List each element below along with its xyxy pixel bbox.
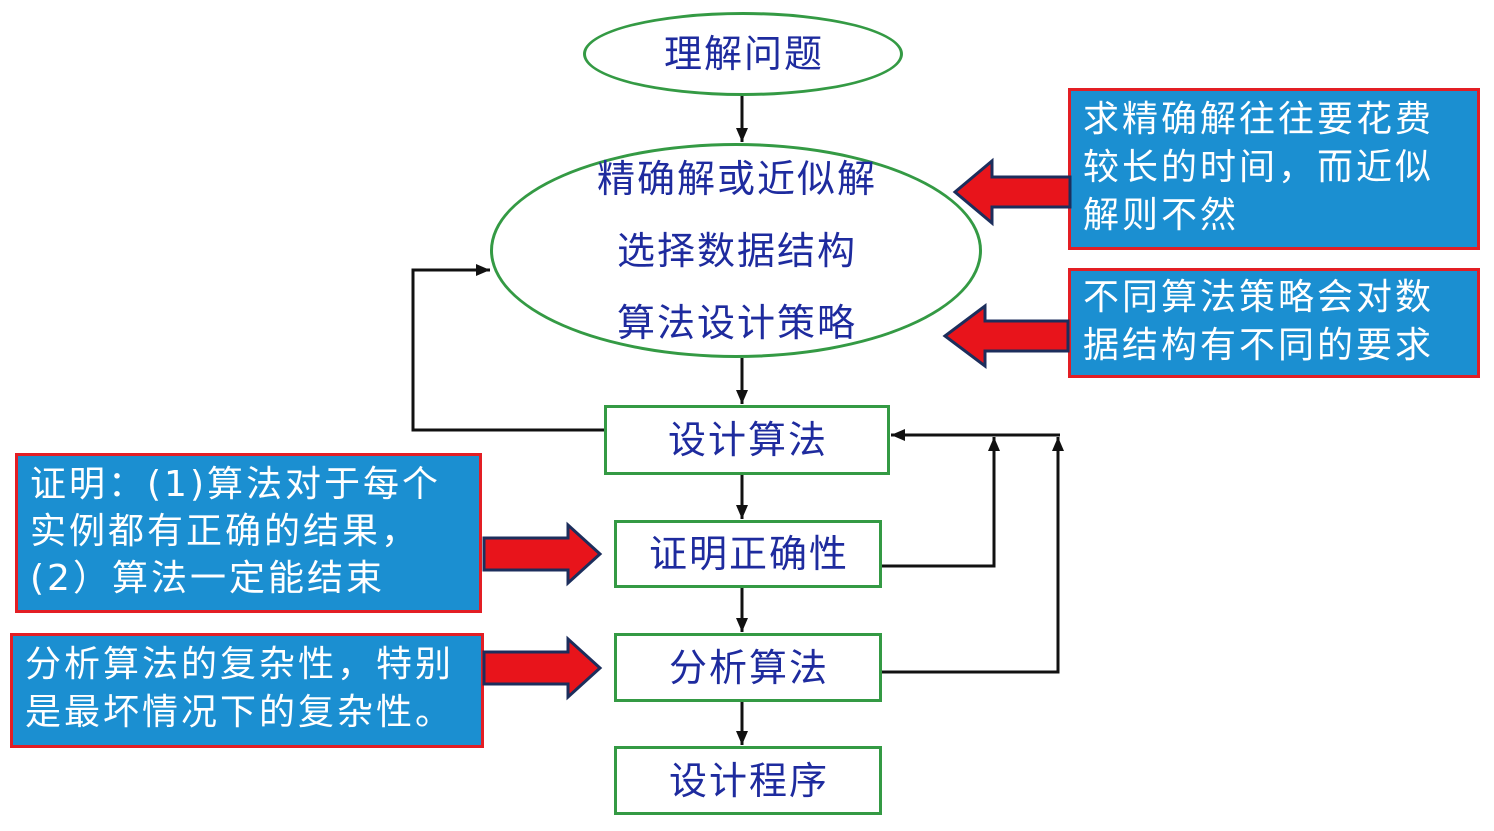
- write-program-label: 设计程序: [668, 758, 829, 803]
- note-line: 实例都有正确的结果，: [30, 511, 421, 552]
- note-line: 求精确解往往要花费: [1083, 99, 1435, 140]
- pointer-arrow-strategy-vs-structure: [942, 303, 1070, 369]
- decision-line-data-structure: 选择数据结构: [616, 228, 857, 273]
- understand-problem-node: 理解问题: [583, 12, 903, 96]
- design-algorithm-node: 设计算法: [604, 405, 890, 475]
- note-line: 解则不然: [1083, 195, 1240, 236]
- write-program-node: 设计程序: [614, 746, 882, 815]
- analyze-algorithm-node: 分析算法: [614, 633, 882, 702]
- decision-line-strategy: 算法设计策略: [616, 300, 857, 345]
- note-line: (2）算法一定能结束: [30, 558, 385, 599]
- arrow-analyze-feedback: [882, 437, 1064, 674]
- note-line: 分析算法的复杂性，特别: [25, 644, 455, 685]
- decision-node: 精确解或近似解 选择数据结构 算法设计策略: [490, 143, 982, 358]
- design-algorithm-label: 设计算法: [667, 418, 828, 462]
- pointer-arrow-exact-vs-approx: [952, 157, 1072, 227]
- note-line: 不同算法策略会对数: [1083, 277, 1435, 318]
- note-line: 证明：(1)算法对于每个: [30, 464, 441, 505]
- note-complexity: 分析算法的复杂性，特别 是最坏情况下的复杂性。: [10, 633, 484, 748]
- note-line: 是最坏情况下的复杂性。: [25, 692, 455, 733]
- decision-line-exact-or-approx: 精确解或近似解: [596, 156, 877, 201]
- understand-problem-label: 理解问题: [663, 32, 824, 76]
- prove-correctness-node: 证明正确性: [614, 520, 882, 588]
- note-exact-vs-approx: 求精确解往往要花费 较长的时间，而近似 解则不然: [1068, 88, 1480, 250]
- note-strategy-vs-structure: 不同算法策略会对数 据结构有不同的要求: [1068, 268, 1480, 378]
- note-line: 较长的时间，而近似: [1083, 147, 1435, 188]
- note-correctness: 证明：(1)算法对于每个 实例都有正确的结果， (2）算法一定能结束: [15, 453, 482, 613]
- analyze-algorithm-label: 分析算法: [668, 645, 829, 690]
- prove-correctness-label: 证明正确性: [648, 532, 849, 576]
- arrow-design-loop-to-decision: [411, 264, 604, 432]
- pointer-arrow-correctness: [482, 521, 603, 587]
- pointer-arrow-complexity: [482, 635, 603, 701]
- note-line: 据结构有不同的要求: [1083, 325, 1435, 366]
- arrow-prove-feedback: [882, 437, 1000, 568]
